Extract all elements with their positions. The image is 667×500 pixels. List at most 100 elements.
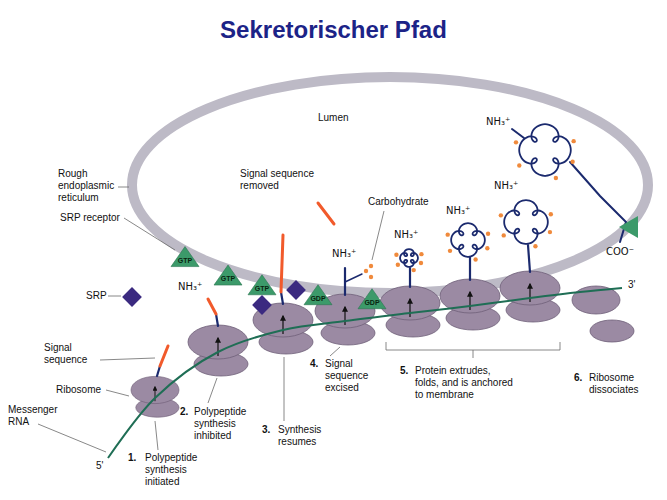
direction-arrow	[344, 307, 345, 325]
step-label: Polypeptide synthesis initiated	[145, 452, 220, 488]
bracket	[386, 342, 560, 358]
step-label: Signal sequence excised	[325, 358, 381, 394]
carbohydrate-dot	[394, 252, 398, 256]
srp-receptors	[122, 216, 638, 315]
folded-protein	[504, 200, 548, 244]
carbohydrate-dot	[412, 268, 416, 272]
folded-protein	[519, 124, 571, 176]
leader-line	[38, 424, 106, 452]
carbohydrate-dot	[549, 212, 553, 216]
part-label: SRP	[86, 290, 107, 302]
terminus-label: NH₃⁺	[494, 180, 518, 192]
srp-particle	[252, 295, 272, 315]
direction-arrow	[469, 292, 470, 310]
part-label: Messenger RNA	[8, 404, 70, 428]
polypeptide-chain	[469, 257, 471, 280]
srp-particle	[286, 280, 306, 300]
carbohydrate-dot	[445, 232, 449, 236]
end-label: 3'	[628, 279, 635, 291]
carbohydrate-dot	[499, 213, 503, 217]
membrane-anchor	[619, 216, 638, 238]
mrna-strand	[108, 288, 622, 458]
part-label: Ribosome	[56, 384, 101, 396]
srp-particle	[122, 287, 142, 307]
leader-line	[372, 211, 384, 260]
polypeptide-chain	[409, 268, 411, 287]
terminus-label: NH₃⁺	[394, 229, 418, 241]
leader-line	[284, 357, 285, 421]
carbohydrate-dot	[369, 275, 373, 279]
part-label: Rough endoplasmic reticulum	[58, 168, 128, 204]
nucleotide-label: GDP	[306, 294, 330, 303]
terminus-label: NH₃⁺	[178, 281, 202, 293]
slide-title: Sekretorischer Pfad	[0, 16, 667, 44]
carbohydrate-dot	[473, 257, 477, 261]
polypeptide-chain	[216, 314, 218, 326]
leader-line	[330, 347, 340, 356]
end-label: 5'	[96, 460, 103, 472]
srp-receptor	[304, 285, 332, 305]
carbohydrate-dot	[548, 230, 552, 234]
leader-line	[108, 296, 121, 297]
carbohydrate-dot	[570, 159, 574, 163]
direction-arrow	[409, 299, 410, 317]
nucleotide-label: GTP	[173, 256, 197, 265]
polypeptide-chain	[345, 274, 362, 282]
leader-line	[100, 358, 155, 360]
polypeptide-chain	[528, 245, 530, 272]
carbohydrate-dot	[485, 246, 489, 250]
ribosome	[440, 279, 500, 330]
carbohydrate-dot	[517, 163, 521, 167]
small-subunit	[590, 320, 634, 342]
terminus-label: COO⁻	[606, 246, 634, 258]
carbohydrate-dot	[571, 139, 575, 143]
terminus-label: NH₃⁺	[446, 205, 470, 217]
carbohydrate-dot	[419, 261, 423, 265]
part-label: SRP receptor	[60, 212, 120, 224]
callout-number: 5.	[400, 365, 408, 377]
terminus-label: NH₃⁺	[486, 116, 510, 128]
part-label: Carbohydrate	[368, 196, 429, 208]
direction-arrow	[529, 284, 530, 302]
callout-number: 4.	[310, 358, 318, 370]
srp-receptor	[214, 265, 242, 285]
ribosome	[500, 271, 560, 322]
leader-line	[208, 378, 217, 403]
step-label: Ribosome dissociates	[589, 372, 653, 396]
carbohydrate-dot	[533, 244, 537, 248]
region-label: Lumen	[318, 112, 349, 124]
step-label: Polypeptide synthesis inhibited	[194, 406, 256, 442]
carbohydrate-dot	[514, 140, 518, 144]
leader-line	[106, 390, 129, 396]
leader-line	[124, 218, 175, 250]
direction-arrow	[282, 316, 283, 334]
carbohydrate-dot	[486, 232, 490, 236]
part-label: Signal sequence	[44, 342, 100, 366]
leader-line	[118, 187, 129, 188]
carbohydrate-dot	[369, 264, 373, 268]
carbohydrate-dot	[448, 249, 452, 253]
terminus-label: NH₃⁺	[332, 248, 356, 260]
signal-sequence	[318, 203, 334, 224]
srp-receptor	[171, 247, 199, 267]
callout-number: 1.	[128, 452, 136, 464]
signal-sequence	[160, 346, 168, 366]
polypeptides	[157, 124, 626, 376]
srp-receptor	[248, 275, 276, 295]
step-label: Protein extrudes, folds, and is anchored…	[415, 365, 515, 401]
signal-sequence	[281, 235, 283, 292]
polypeptide-chain	[570, 162, 626, 242]
carbohydrate-dot	[396, 263, 400, 267]
carbohydrate-dot	[554, 176, 558, 180]
er-membrane	[132, 77, 648, 293]
srp-receptor	[358, 289, 386, 309]
ribosome	[188, 325, 248, 376]
nucleotide-label: GTP	[250, 284, 274, 293]
polypeptide-chain	[281, 292, 283, 304]
folded-protein	[451, 223, 485, 257]
carbohydrate-dot	[419, 252, 423, 256]
callout-number: 6.	[574, 372, 582, 384]
folded-protein	[400, 249, 418, 267]
carbohydrate-dot	[502, 233, 506, 237]
